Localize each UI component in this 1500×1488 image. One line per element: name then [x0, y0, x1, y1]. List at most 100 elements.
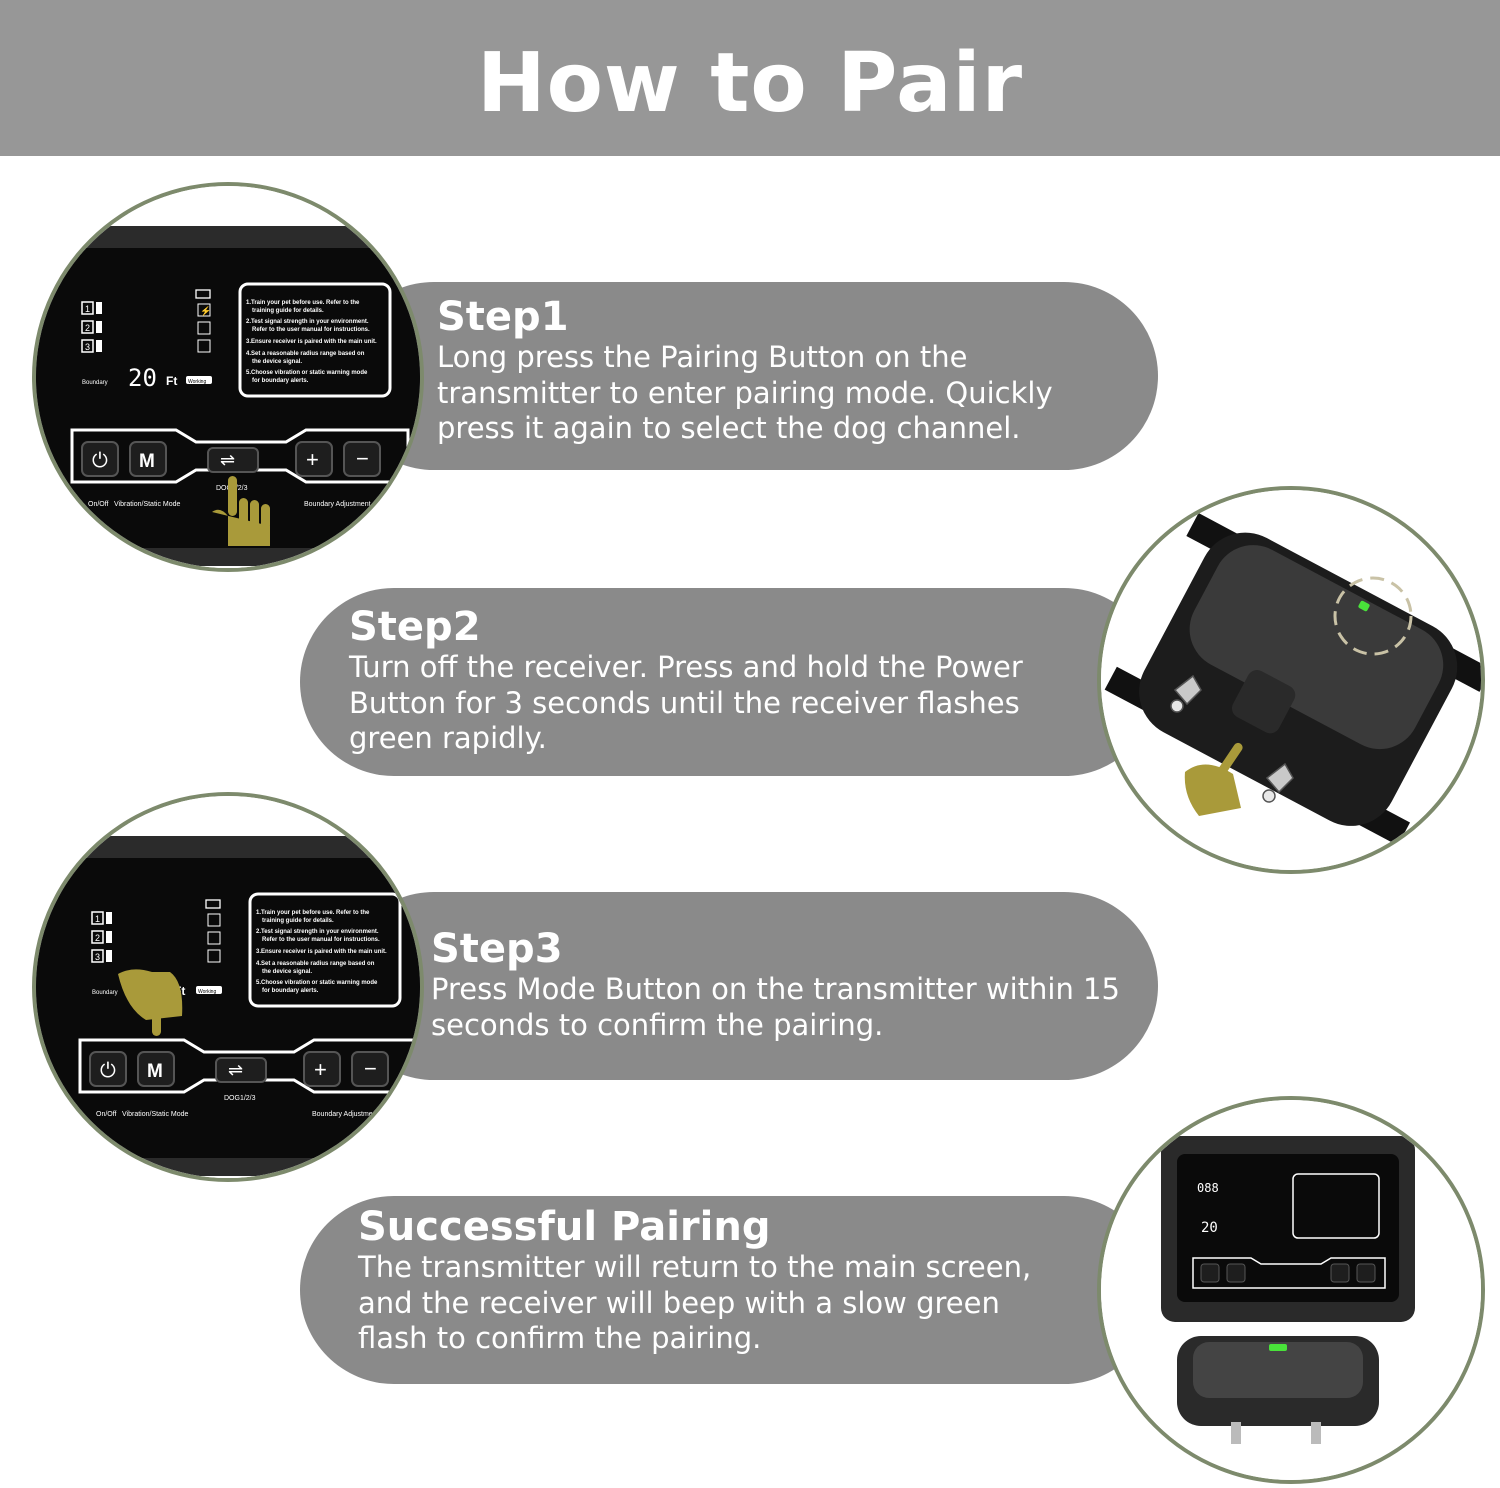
instruction-panel — [248, 892, 402, 1008]
svg-text:+: + — [314, 1057, 327, 1082]
success-line-3: flash to confirm the pairing. — [358, 1321, 762, 1355]
led-highlight-circle — [1333, 576, 1413, 656]
svg-text:5.Choose vibration or static w: 5.Choose vibration or static warning mod… — [246, 370, 368, 376]
success-line-2: and the receiver will beep with a slow g… — [358, 1285, 1000, 1320]
success-line-1: The transmitter will return to the main … — [358, 1250, 1032, 1284]
svg-text:1: 1 — [95, 914, 100, 924]
svg-text:Vibration/Static Mode: Vibration/Static Mode — [122, 1111, 189, 1118]
step2-receiver-image — [1097, 486, 1485, 874]
svg-text:DOG1/2/3: DOG1/2/3 — [224, 1095, 256, 1102]
plus-button[interactable] — [295, 441, 333, 477]
receiver-power-button[interactable] — [1228, 667, 1298, 737]
header-banner: How to Pair — [0, 0, 1500, 156]
pairing-button[interactable] — [207, 447, 259, 473]
svg-text:Refer to the user manual for i: Refer to the user manual for instruction… — [252, 327, 370, 333]
pairing-button[interactable] — [215, 1057, 267, 1083]
step1-title: Step1 — [437, 294, 569, 340]
probe-right — [1262, 762, 1294, 803]
svg-text:On/Off: On/Off — [88, 501, 109, 508]
svg-text:for boundary alerts.: for boundary alerts. — [262, 988, 319, 994]
pointing-hand-icon — [118, 969, 183, 1036]
svg-text:3: 3 — [85, 342, 90, 352]
distance-reading: 20 — [128, 364, 157, 392]
svg-text:3: 3 — [95, 952, 100, 962]
svg-text:1.Train your pet before use. R: 1.Train your pet before use. Refer to th… — [256, 910, 370, 916]
svg-text:4.Set a reasonable radius rang: 4.Set a reasonable radius range based on — [256, 961, 375, 967]
status-badge: Working — [198, 989, 216, 995]
svg-text:088: 088 — [1197, 1181, 1219, 1195]
channel-indicators: 1 2 3 — [81, 301, 102, 353]
step1-line-1: Long press the Pairing Button on the — [437, 340, 968, 374]
step2-line-1: Turn off the receiver. Press and hold th… — [349, 650, 1023, 684]
green-led-indicator — [1269, 1344, 1287, 1351]
svg-text:⇌: ⇌ — [220, 450, 235, 470]
svg-text:⇌: ⇌ — [228, 1060, 243, 1080]
svg-text:5.Choose vibration or static w: 5.Choose vibration or static warning mod… — [256, 980, 378, 986]
svg-text:−: − — [356, 446, 369, 471]
distance-unit: Ft — [166, 374, 177, 388]
svg-text:3.Ensure receiver is paired wi: 3.Ensure receiver is paired with the mai… — [246, 339, 377, 345]
minus-button[interactable] — [351, 1051, 389, 1087]
step2-line-3: green rapidly. — [349, 721, 547, 755]
svg-text:1: 1 — [85, 304, 90, 314]
step1-card: Step1 Long press the Pairing Button on t… — [340, 282, 1158, 470]
mode-button[interactable] — [137, 1051, 175, 1087]
mode-button[interactable] — [129, 441, 167, 477]
mini-receiver — [1177, 1336, 1379, 1444]
svg-text:the device signal.: the device signal. — [252, 359, 302, 365]
minus-button[interactable] — [343, 441, 381, 477]
plus-button[interactable] — [303, 1051, 341, 1087]
svg-text:training guide for details.: training guide for details. — [262, 918, 334, 924]
power-button[interactable] — [89, 1051, 127, 1087]
svg-text:the device signal.: the device signal. — [262, 969, 312, 975]
receiver-body — [1104, 513, 1481, 846]
svg-text:On/Off: On/Off — [96, 1111, 117, 1118]
step3-transmitter-image: 1 2 3 Boundary Ft Working 1.Train your p… — [32, 792, 424, 1182]
page-title: How to Pair — [476, 36, 1024, 131]
step1-line-3: press it again to select the dog channel… — [437, 411, 1021, 445]
svg-text:⏻: ⏻ — [100, 1060, 116, 1082]
svg-text:20: 20 — [1201, 1220, 1218, 1236]
step3-title: Step3 — [431, 926, 563, 972]
step2-line-2: Button for 3 seconds until the receiver … — [349, 685, 1020, 720]
svg-text:2: 2 — [85, 323, 90, 333]
svg-text:2: 2 — [95, 933, 100, 943]
svg-text:3.Ensure receiver is paired wi: 3.Ensure receiver is paired with the mai… — [256, 949, 387, 955]
probe-left — [1170, 674, 1202, 713]
power-button[interactable] — [81, 441, 119, 477]
svg-text:training guide for details.: training guide for details. — [252, 308, 324, 314]
step1-transmitter-image: 1 2 3 ⚡ Boundary 20 Ft Working 1.Train y… — [32, 182, 424, 572]
status-icons: ⚡ — [195, 289, 211, 353]
svg-text:1.Train your pet before use. R: 1.Train your pet before use. Refer to th… — [246, 300, 360, 306]
success-devices-image: 088 20 — [1097, 1096, 1485, 1484]
channel-indicators: 1 2 3 — [91, 911, 112, 963]
svg-text:4.Set a reasonable radius rang: 4.Set a reasonable radius range based on — [246, 351, 365, 357]
svg-text:⏻: ⏻ — [92, 450, 108, 472]
svg-text:Boundary Adjustment: Boundary Adjustment — [312, 1111, 379, 1118]
boundary-label: Boundary — [92, 990, 118, 996]
svg-text:Vibration/Static Mode: Vibration/Static Mode — [114, 501, 181, 508]
step2-card: Step2 Turn off the receiver. Press and h… — [300, 588, 1158, 776]
step1-line-2: transmitter to enter pairing mode. Quick… — [437, 375, 1053, 410]
svg-text:M: M — [139, 451, 155, 472]
svg-text:for boundary alerts.: for boundary alerts. — [252, 378, 309, 384]
mini-transmitter: 088 20 — [1161, 1136, 1415, 1322]
pointing-hand-icon — [1184, 742, 1243, 816]
step3-line-1: Press Mode Button on the transmitter wit… — [431, 972, 1120, 1006]
success-card: Successful Pairing The transmitter will … — [300, 1196, 1158, 1384]
step3-line-2: seconds to confirm the pairing. — [431, 1007, 884, 1042]
pointing-hand-icon — [212, 476, 270, 546]
svg-text:+: + — [306, 447, 319, 472]
boundary-label: Boundary — [82, 380, 108, 386]
svg-text:2.Test signal strength in your: 2.Test signal strength in your environme… — [256, 929, 379, 935]
step2-title: Step2 — [349, 604, 481, 650]
step3-card: Step3 Press Mode Button on the transmitt… — [340, 892, 1158, 1080]
svg-text:Refer to the user manual for i: Refer to the user manual for instruction… — [262, 937, 380, 943]
status-icons — [205, 899, 221, 963]
green-led-indicator — [1358, 600, 1370, 612]
status-badge: Working — [188, 379, 206, 385]
svg-text:2.Test signal strength in your: 2.Test signal strength in your environme… — [246, 319, 369, 325]
instruction-panel — [238, 282, 392, 398]
svg-text:M: M — [147, 1061, 163, 1082]
success-title: Successful Pairing — [358, 1204, 771, 1250]
